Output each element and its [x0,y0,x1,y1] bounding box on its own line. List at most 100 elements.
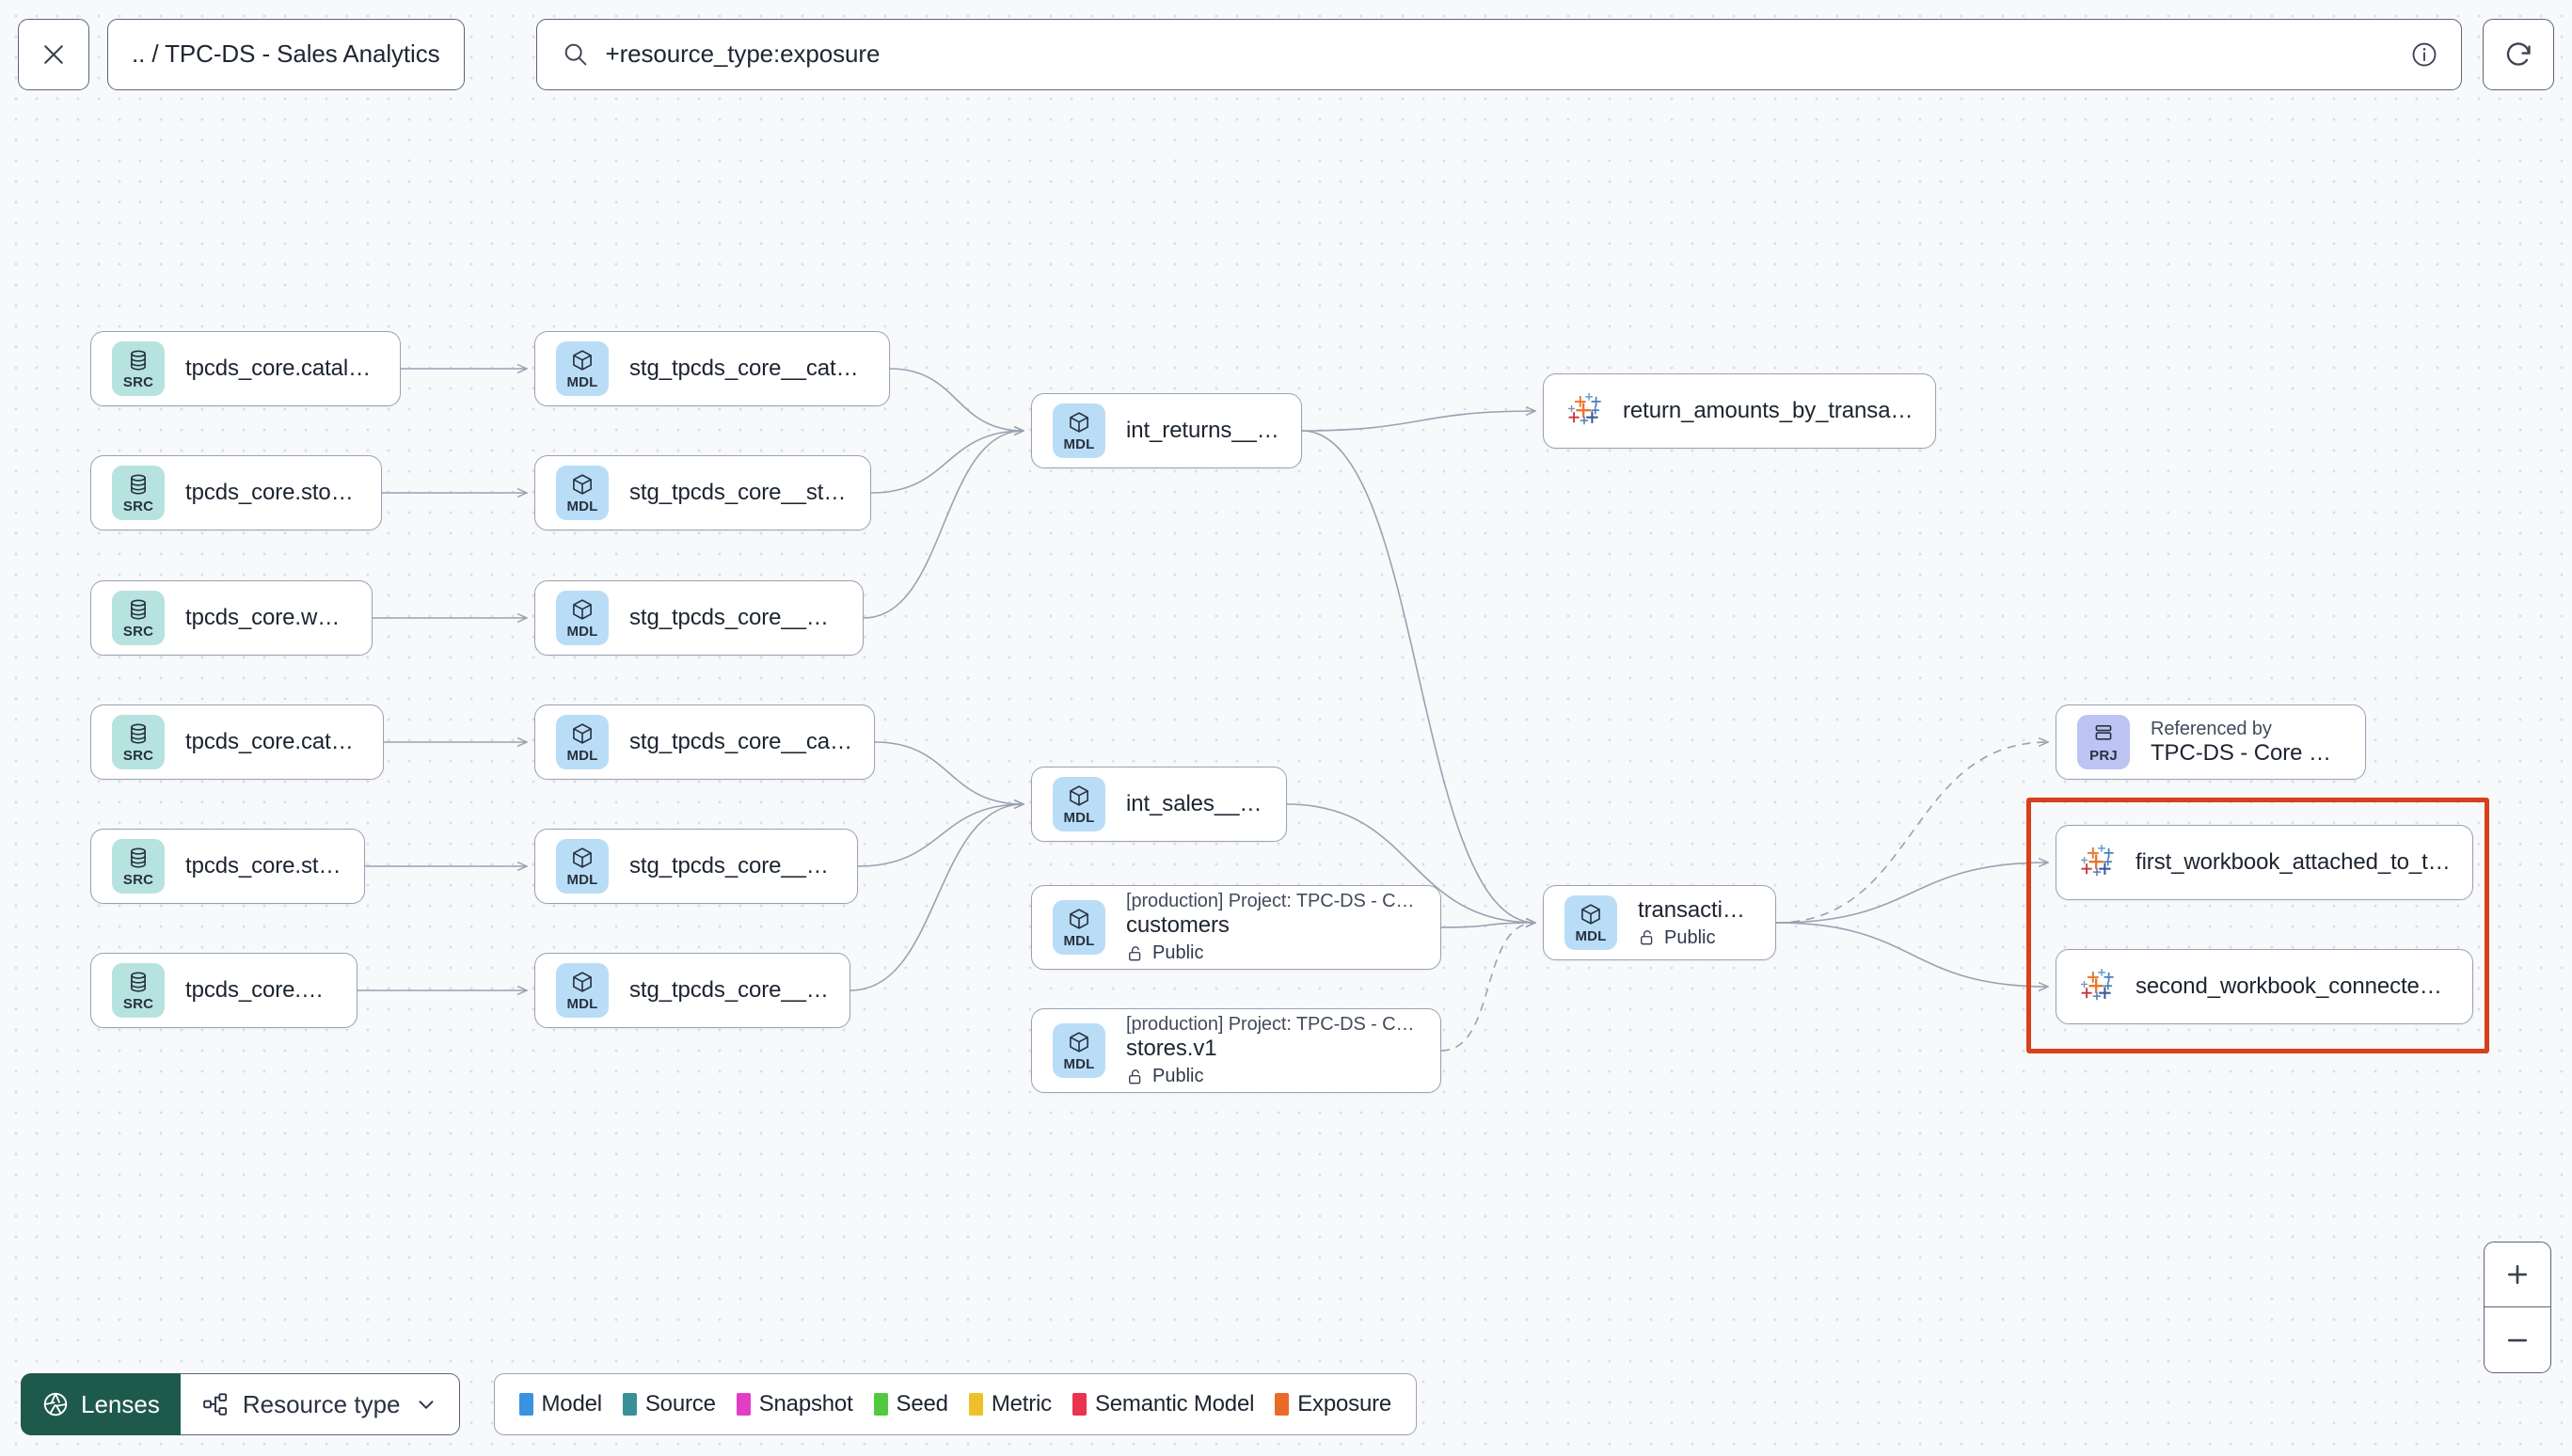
refresh-button[interactable] [2483,18,2554,90]
cube-icon [573,599,592,620]
exposure-icon [2077,843,2117,882]
database-icon [131,847,146,868]
node-body: stg_tpcds_core__web_sales [629,977,829,1004]
legend: Model Source Snapshot Seed Metric Semantic Mo… [493,1373,1418,1435]
zoom-in-button[interactable] [2485,1242,2550,1307]
node-title: tpcds_core.catalog_sales [185,729,362,754]
badge-label: MDL [1063,933,1095,949]
node-body: tpcds_core.catalog_sales [185,729,362,755]
node-title: TPC-DS - Core Data Models [2151,739,2344,766]
node-visibility-label: Public [1152,942,1204,963]
chevron-down-icon [419,1401,433,1410]
node-badge-mdl: MDL [556,715,609,769]
node-second_workbook[interactable]: second_workbook_connected_to_live… [2056,949,2473,1024]
node-badge-prj: PRJ [2077,715,2130,769]
badge-label: MDL [566,996,598,1012]
badge-label: SRC [122,374,154,390]
node-title: tpcds_core.store_returns [185,480,360,505]
legend-item-metric[interactable]: Metric [968,1391,1052,1417]
legend-item-source[interactable]: Source [622,1391,716,1417]
node-body: tpcds_core.store_returns [185,480,360,506]
edge-stores_v1-to-transactions [1440,923,1535,1052]
search-input[interactable]: +resource_type:exposure [535,18,2462,90]
badge-label: MDL [566,499,598,514]
node-title: stg_tpcds_core__store_sales [629,853,836,878]
node-src_store_sales[interactable]: SRC tpcds_core.store_sales [90,829,365,904]
resource-type-dropdown[interactable]: Resource type [180,1373,460,1435]
cube-icon [573,972,592,992]
node-badge-mdl: MDL [556,963,609,1018]
legend-swatch [1072,1393,1087,1416]
node-title: stg_tpcds_core__web_returns [629,605,842,630]
lenses-button[interactable]: Lenses [21,1373,181,1435]
legend-item-snapshot[interactable]: Snapshot [736,1391,853,1417]
node-body: [production] Project: TPC-DS - Core Data… [1126,891,1420,964]
legend-label: Model [541,1391,603,1416]
badge-label: MDL [1063,810,1095,826]
minus-icon [2507,1338,2528,1341]
legend-item-semantic-model[interactable]: Semantic Model [1072,1391,1254,1417]
legend-item-seed[interactable]: Seed [873,1391,948,1417]
node-first_workbook[interactable]: first_workbook_attached_to_tpc-ds_-_… [2056,825,2473,900]
edge-stg_web_sales-to-int_sales_unioned [849,804,1024,991]
top-toolbar: .. / TPC-DS - Sales Analytics +resource_… [0,0,2572,108]
node-body: stg_tpcds_core__web_returns [629,605,842,631]
legend-item-model[interactable]: Model [518,1391,603,1417]
badge-label: SRC [122,996,154,1012]
node-stg_web_sales[interactable]: MDL stg_tpcds_core__web_sales [534,953,850,1028]
badge-label: MDL [566,624,598,640]
close-button[interactable] [18,18,89,90]
node-stg_web_returns[interactable]: MDL stg_tpcds_core__web_returns [534,580,864,656]
node-body: stg_tpcds_core__catalog_returns [629,356,868,382]
node-subtitle: [production] Project: TPC-DS - Core Data… [1126,1014,1420,1035]
search-value: +resource_type:exposure [605,40,881,68]
search-icon [564,43,586,66]
refresh-icon [2506,42,2531,66]
aperture-icon [43,1392,68,1416]
legend-item-exposure[interactable]: Exposure [1275,1391,1391,1417]
node-customers[interactable]: MDL [production] Project: TPC-DS - Core D… [1031,885,1441,970]
resource-type-label: Resource type [242,1389,401,1418]
node-return_amounts[interactable]: return_amounts_by_transaction_type [1543,373,1936,449]
node-title: transactions [1638,896,1754,923]
tableau-icon [2081,845,2114,877]
node-title: tpcds_core.store_sales [185,853,343,878]
database-icon [131,474,146,495]
legend-swatch [968,1393,983,1416]
plus-icon [2507,1264,2528,1285]
node-body: int_returns__unioned [1126,418,1280,444]
badge-label: MDL [1575,928,1607,944]
node-body: stg_tpcds_core__store_sales [629,853,836,879]
zoom-out-button[interactable] [2485,1307,2550,1372]
cube-icon [573,847,592,868]
breadcrumb[interactable]: .. / TPC-DS - Sales Analytics [107,18,465,90]
node-title: stg_tpcds_core__web_sales [629,977,829,1003]
database-icon [131,972,146,992]
legend-swatch [1275,1393,1290,1416]
edge-transactions-to-first_workbook [1775,863,2048,924]
node-badge-src: SRC [112,839,165,894]
node-badge-mdl: MDL [1564,895,1617,950]
cube-icon [1070,412,1088,433]
node-stores_v1[interactable]: MDL[production] Project: TPC-DS - Core D… [1031,1008,1441,1093]
exposure-icon [2077,967,2117,1006]
unlock-icon [1129,945,1141,960]
cube-icon [573,474,592,495]
info-icon[interactable] [2410,40,2438,69]
